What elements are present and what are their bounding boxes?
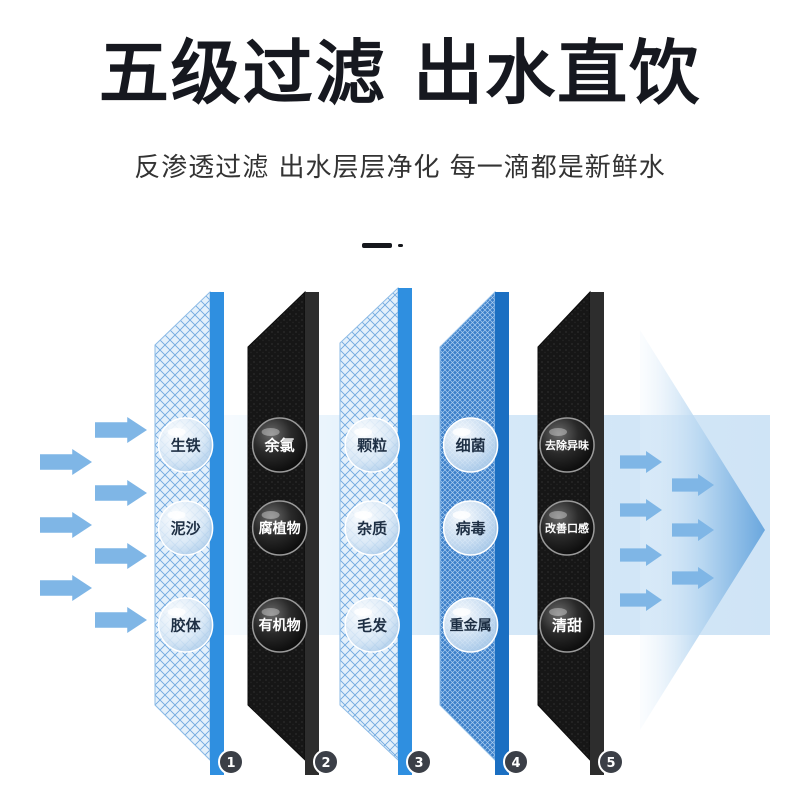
output-flow-arrow [620, 451, 662, 473]
impurity-label: 泥沙 [171, 519, 201, 537]
bubble-highlight [354, 511, 373, 519]
impurity-bubble [539, 417, 595, 473]
input-flow-arrow [95, 480, 147, 506]
divider-dot [398, 244, 403, 247]
page-subtitle: 反渗透过滤 出水层层净化 每一滴都是新鲜水 [134, 153, 666, 183]
impurity-label: 改善口感 [545, 521, 589, 535]
impurity-label: 病毒 [456, 519, 486, 537]
output-flow-arrow [620, 499, 662, 521]
bubble-highlight [452, 428, 471, 436]
input-flow-arrow [95, 417, 147, 443]
bubble-highlight [452, 511, 471, 519]
impurity-label: 清甜 [552, 616, 582, 634]
bubble-highlight [167, 511, 186, 519]
layer-number-badge [598, 749, 624, 775]
impurity-label: 细菌 [456, 436, 486, 454]
layer-number: 3 [414, 756, 423, 771]
output-flow-arrow [672, 519, 714, 541]
input-flow-arrow [40, 575, 92, 601]
impurity-bubble [251, 597, 308, 653]
layer-number-badge [218, 749, 244, 775]
impurity-label: 生铁 [171, 436, 201, 454]
output-flow-arrow [672, 567, 714, 589]
bubble-highlight [354, 428, 373, 436]
bubble-highlight [167, 608, 186, 616]
impurity-bubble [251, 500, 308, 556]
layer-number-badge [313, 749, 339, 775]
filter-edge-4 [495, 292, 509, 775]
filter-edge-3 [398, 288, 412, 775]
output-flow-arrow [620, 589, 662, 611]
layer-number-badge [406, 749, 432, 775]
layer-number: 4 [511, 756, 520, 771]
impurity-label: 重金属 [450, 617, 492, 634]
input-flow-arrow [40, 449, 92, 475]
impurity-label: 毛发 [357, 616, 388, 634]
impurity-label: 腐植物 [259, 520, 301, 537]
layer-number: 2 [321, 756, 330, 771]
impurity-bubble [539, 597, 595, 653]
impurity-label: 杂质 [357, 519, 387, 537]
impurity-label: 去除异味 [545, 438, 589, 452]
bubble-highlight [261, 428, 280, 436]
divider [362, 243, 392, 248]
impurity-bubble [251, 417, 308, 473]
filter-edge-2 [305, 292, 319, 775]
output-flow-arrow [620, 544, 662, 566]
layer-number-badge [503, 749, 529, 775]
filter-edge-1 [210, 292, 224, 775]
impurity-label: 有机物 [259, 617, 301, 634]
impurity-label: 余氯 [264, 436, 295, 454]
layer-number: 1 [226, 756, 235, 771]
filter-edge-5 [590, 292, 604, 775]
bubble-highlight [549, 608, 568, 616]
bubble-highlight [261, 511, 280, 519]
bubble-highlight [549, 511, 568, 519]
impurity-label: 颗粒 [357, 436, 387, 454]
bubble-highlight [549, 428, 568, 436]
bubble-highlight [167, 428, 186, 436]
page-title: 五级过滤 出水直饮 [98, 32, 702, 114]
layer-number: 5 [606, 756, 615, 771]
input-flow-arrow [95, 607, 147, 633]
bubble-highlight [354, 608, 373, 616]
input-flow-arrow [40, 512, 92, 538]
input-flow-arrow [95, 543, 147, 569]
output-flow-arrow [672, 474, 714, 496]
bubble-highlight [261, 608, 280, 616]
impurity-label: 胶体 [171, 616, 202, 634]
impurity-bubble [539, 500, 595, 556]
bubble-highlight [452, 608, 471, 616]
